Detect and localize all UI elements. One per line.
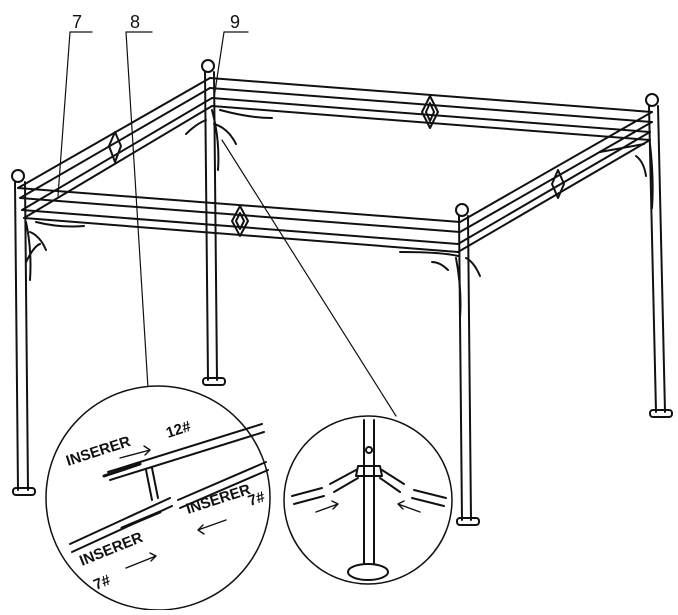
detail-right-outline xyxy=(283,415,453,585)
detail-post-base xyxy=(347,563,389,581)
bracket-front-right xyxy=(399,251,481,319)
detail-tube-right xyxy=(411,489,447,507)
tube-lower-right xyxy=(177,461,269,509)
tube-vertical xyxy=(145,467,159,501)
detail-arrow-left xyxy=(315,500,339,513)
leader-detail-right xyxy=(221,139,397,417)
callout-7: 7 xyxy=(72,12,82,32)
callout-leaders xyxy=(57,31,397,417)
label-size-right: 7# xyxy=(246,488,268,510)
post-foot-back-left xyxy=(202,377,226,386)
detail-post xyxy=(363,419,375,565)
detail-arrow-right xyxy=(397,500,421,513)
callout-9: 9 xyxy=(230,12,240,32)
tube-top xyxy=(107,423,265,481)
frame-top-rails xyxy=(17,77,653,253)
post-foot-front-right xyxy=(456,517,480,526)
arrow-bottom xyxy=(125,552,157,569)
front-rail xyxy=(17,187,461,253)
bracket-front-left xyxy=(25,221,85,281)
diamond-ornaments xyxy=(108,95,565,237)
leader-8 xyxy=(125,31,153,389)
leader-9 xyxy=(213,31,249,99)
bracket-back-right xyxy=(599,143,654,209)
diamond-right xyxy=(551,169,565,199)
left-rail xyxy=(17,77,213,219)
detail-circle-right xyxy=(283,415,453,585)
post-cap-front-left xyxy=(11,169,25,183)
post-front-right xyxy=(458,215,472,521)
tube-insert-top xyxy=(102,462,142,478)
leader-7 xyxy=(57,31,93,197)
bracket-back-left xyxy=(185,109,273,171)
arrow-right xyxy=(197,519,227,535)
detail-arm-right xyxy=(379,469,405,493)
post-foot-back-right xyxy=(649,409,673,418)
diamond-back xyxy=(421,95,439,129)
back-rail xyxy=(209,77,653,141)
corner-brackets xyxy=(25,109,654,319)
detail-post-bolt xyxy=(365,446,373,454)
arrow-top xyxy=(119,445,151,459)
label-size-bottom: 7# xyxy=(91,571,113,593)
post-cap-back-right xyxy=(645,93,659,107)
post-back-right xyxy=(648,105,666,413)
diamond-left xyxy=(108,131,122,163)
detail-arm-left xyxy=(329,469,359,493)
detail-hub xyxy=(355,465,383,477)
post-front-left xyxy=(14,181,29,491)
detail-tube-left xyxy=(291,487,325,505)
post-cap-back-left xyxy=(201,59,215,73)
post-cap-front-right xyxy=(455,203,469,217)
callout-8: 8 xyxy=(130,12,140,32)
post-foot-front-left xyxy=(12,487,36,496)
tube-insert-lower xyxy=(120,510,162,530)
post-back-left xyxy=(204,71,218,381)
diamond-front xyxy=(231,205,249,237)
